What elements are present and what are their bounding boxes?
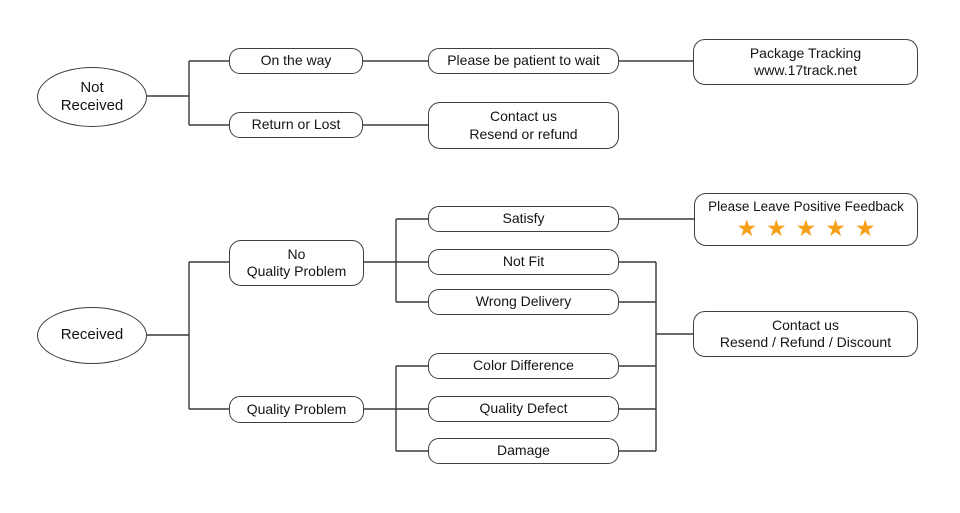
node-wrong-delivery-label: Wrong Delivery bbox=[475, 293, 572, 310]
node-contact-discount-label-line1: Contact us bbox=[772, 316, 839, 333]
node-contact-resend-refund: Contact us Resend or refund bbox=[428, 102, 619, 149]
node-quality-problem-label: Quality Problem bbox=[246, 400, 347, 417]
node-contact-resend-refund-label-line1: Contact us bbox=[490, 108, 557, 125]
node-contact-discount-label-line2: Resend / Refund / Discount bbox=[719, 334, 892, 350]
connector-quality-problem-branches bbox=[364, 365, 428, 452]
node-color-difference-label: Color Difference bbox=[473, 357, 574, 374]
node-package-tracking-label-line1: Package Tracking bbox=[749, 44, 862, 61]
connector-received-branches bbox=[147, 261, 229, 410]
node-color-difference: Color Difference bbox=[428, 353, 619, 379]
node-no-quality-problem: No Quality Problem bbox=[229, 240, 364, 286]
node-damage: Damage bbox=[428, 438, 619, 464]
node-package-tracking-label-line2: www.17track.net bbox=[754, 62, 857, 78]
node-contact-resend-refund-discount: Contact us Resend / Refund / Discount bbox=[693, 311, 918, 357]
node-positive-feedback-label: Please Leave Positive Feedback bbox=[708, 198, 904, 214]
connector-not-received-branches bbox=[147, 60, 229, 126]
node-contact-resend-refund-label-line2: Resend or refund bbox=[469, 125, 578, 142]
connector-merge-to-contact-discount bbox=[619, 261, 693, 452]
node-package-tracking: Package Tracking www.17track.net bbox=[693, 39, 918, 85]
node-wrong-delivery: Wrong Delivery bbox=[428, 289, 619, 315]
node-no-quality-problem-label-line2: Quality Problem bbox=[246, 263, 347, 279]
node-not-received: Not Received bbox=[37, 67, 147, 127]
node-be-patient-label: Please be patient to wait bbox=[447, 52, 600, 69]
node-on-the-way-label: On the way bbox=[260, 52, 332, 69]
node-positive-feedback: Please Leave Positive Feedback ★★★★★ bbox=[694, 193, 918, 246]
node-not-fit: Not Fit bbox=[428, 249, 619, 275]
node-no-quality-problem-label-line1: No bbox=[287, 245, 306, 262]
node-not-received-label-line2: Received bbox=[60, 97, 124, 114]
node-on-the-way: On the way bbox=[229, 48, 363, 74]
node-satisfy-label: Satisfy bbox=[502, 210, 545, 227]
node-satisfy: Satisfy bbox=[428, 206, 619, 232]
node-received-label: Received bbox=[60, 326, 124, 344]
node-quality-defect: Quality Defect bbox=[428, 396, 619, 422]
node-be-patient: Please be patient to wait bbox=[428, 48, 619, 74]
node-return-or-lost-label: Return or Lost bbox=[251, 116, 341, 133]
node-received: Received bbox=[37, 307, 147, 364]
node-return-or-lost: Return or Lost bbox=[229, 112, 363, 138]
connector-no-quality-problem-branches bbox=[364, 218, 428, 303]
node-not-fit-label: Not Fit bbox=[502, 253, 545, 270]
five-star-rating-icon: ★★★★★ bbox=[736, 215, 885, 242]
node-damage-label: Damage bbox=[497, 442, 550, 459]
node-not-received-label-line1: Not bbox=[80, 78, 104, 96]
node-quality-defect-label: Quality Defect bbox=[479, 400, 568, 417]
node-quality-problem: Quality Problem bbox=[229, 396, 364, 423]
